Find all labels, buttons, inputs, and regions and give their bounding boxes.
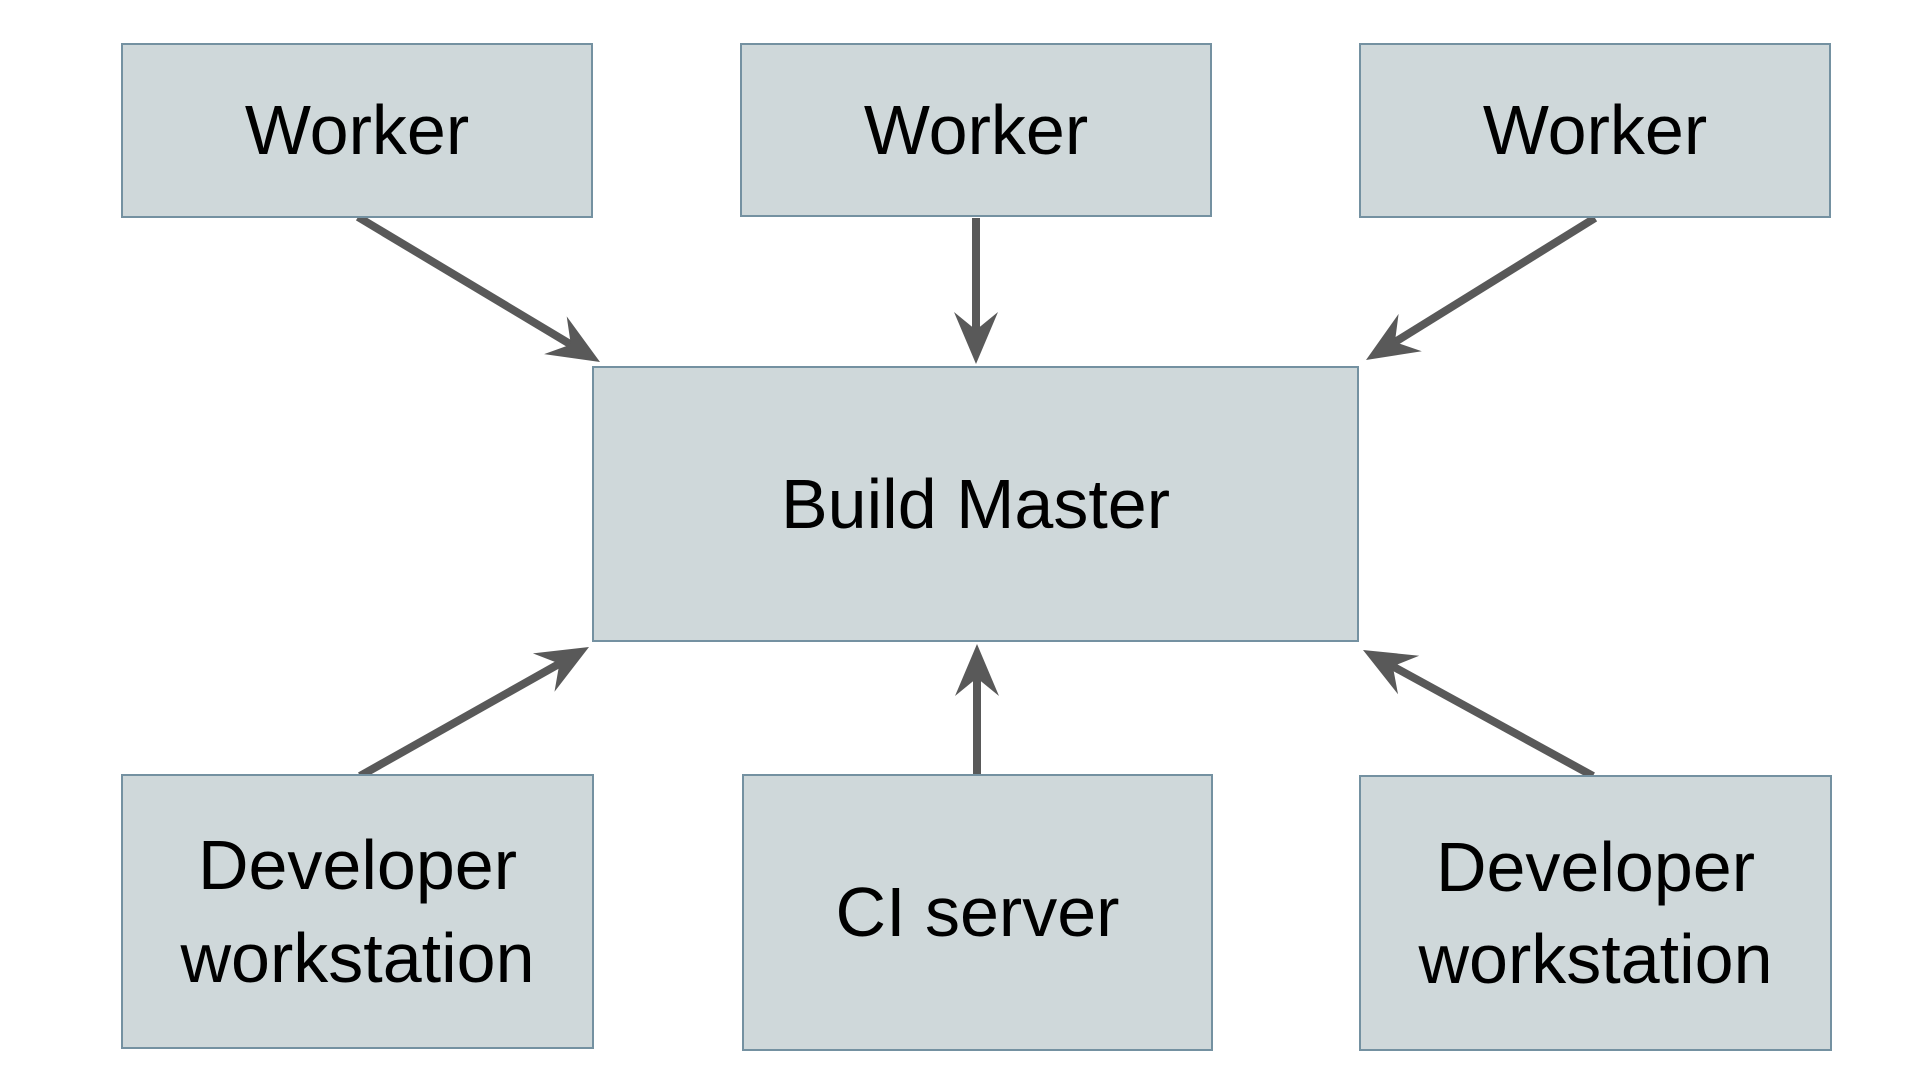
node-worker-3: Worker [1359, 43, 1831, 218]
arrowhead-icon [532, 647, 589, 692]
node-label: Build Master [780, 464, 1171, 543]
arrow-line [1389, 214, 1598, 348]
arrowhead-icon [955, 644, 999, 696]
arrowhead-icon [1363, 650, 1420, 695]
arrow-line [1387, 660, 1595, 780]
node-developer-workstation-2: Developer workstation [1359, 775, 1832, 1051]
arrowhead-icon [544, 316, 600, 362]
node-label: Worker [1482, 91, 1708, 170]
node-label: Worker [863, 90, 1089, 169]
node-label: Worker [244, 91, 470, 170]
node-worker-1: Worker [121, 43, 593, 218]
node-developer-workstation-1: Developer workstation [121, 774, 594, 1049]
arrowhead-icon [954, 312, 998, 364]
arrow-line [355, 213, 577, 351]
node-label: CI server [835, 873, 1120, 952]
node-build-master: Build Master [592, 366, 1359, 642]
node-label: Developer workstation [180, 826, 535, 997]
arrow-line [358, 658, 565, 780]
node-ci-server: CI server [742, 774, 1213, 1051]
node-label: Developer workstation [1418, 827, 1773, 998]
arrowhead-icon [1366, 313, 1422, 360]
node-worker-2: Worker [740, 43, 1212, 217]
